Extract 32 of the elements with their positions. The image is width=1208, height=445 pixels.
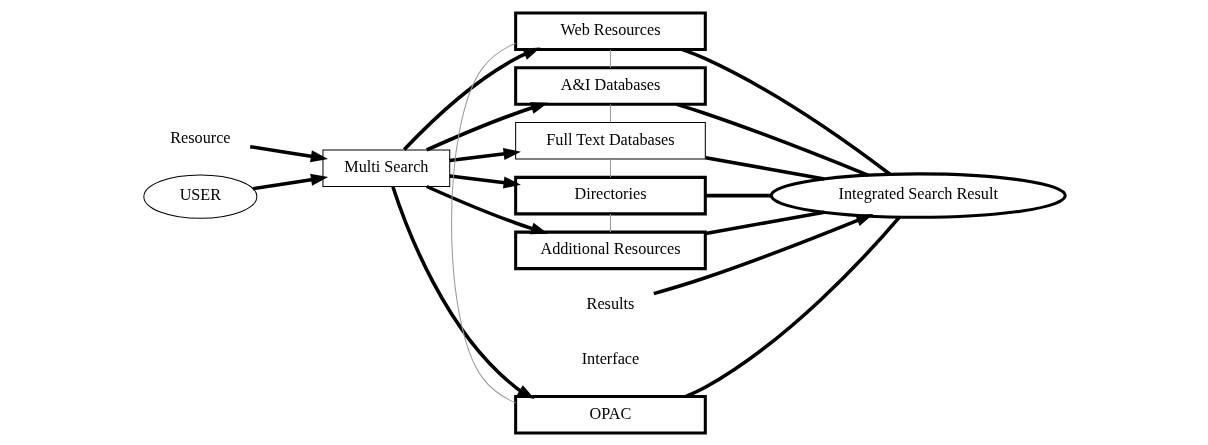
node-box: Directories xyxy=(513,175,707,215)
node-text: Results xyxy=(586,294,634,313)
arrow xyxy=(449,147,521,162)
arrow xyxy=(449,173,521,189)
label: Interface xyxy=(581,349,639,368)
connector xyxy=(609,103,611,123)
node-ellipse: USER xyxy=(142,173,257,219)
connector xyxy=(681,47,891,176)
node-text: Resource xyxy=(169,128,231,147)
connector xyxy=(705,193,771,197)
connector xyxy=(609,158,611,178)
connector xyxy=(609,213,611,232)
node-box: Web Resources xyxy=(513,11,707,51)
connector xyxy=(609,48,611,68)
connector xyxy=(704,210,825,235)
node-ellipse: Integrated Search Result xyxy=(769,171,1067,219)
node-box: Additional Resources xyxy=(513,230,707,270)
connector xyxy=(675,102,869,177)
arrow xyxy=(249,144,328,162)
node-box: Multi Search xyxy=(321,148,450,187)
connector xyxy=(704,155,825,181)
node-box: A&I Databases xyxy=(513,65,707,106)
arrow xyxy=(252,173,328,190)
connector xyxy=(450,42,516,403)
connector xyxy=(684,215,901,398)
arrow xyxy=(425,184,548,234)
arrow xyxy=(402,47,540,151)
arrow xyxy=(652,213,873,295)
arrow xyxy=(390,185,535,399)
node-box: Full Text Databases xyxy=(514,121,706,160)
node-box: OPAC xyxy=(513,394,707,434)
arrow xyxy=(425,101,548,152)
